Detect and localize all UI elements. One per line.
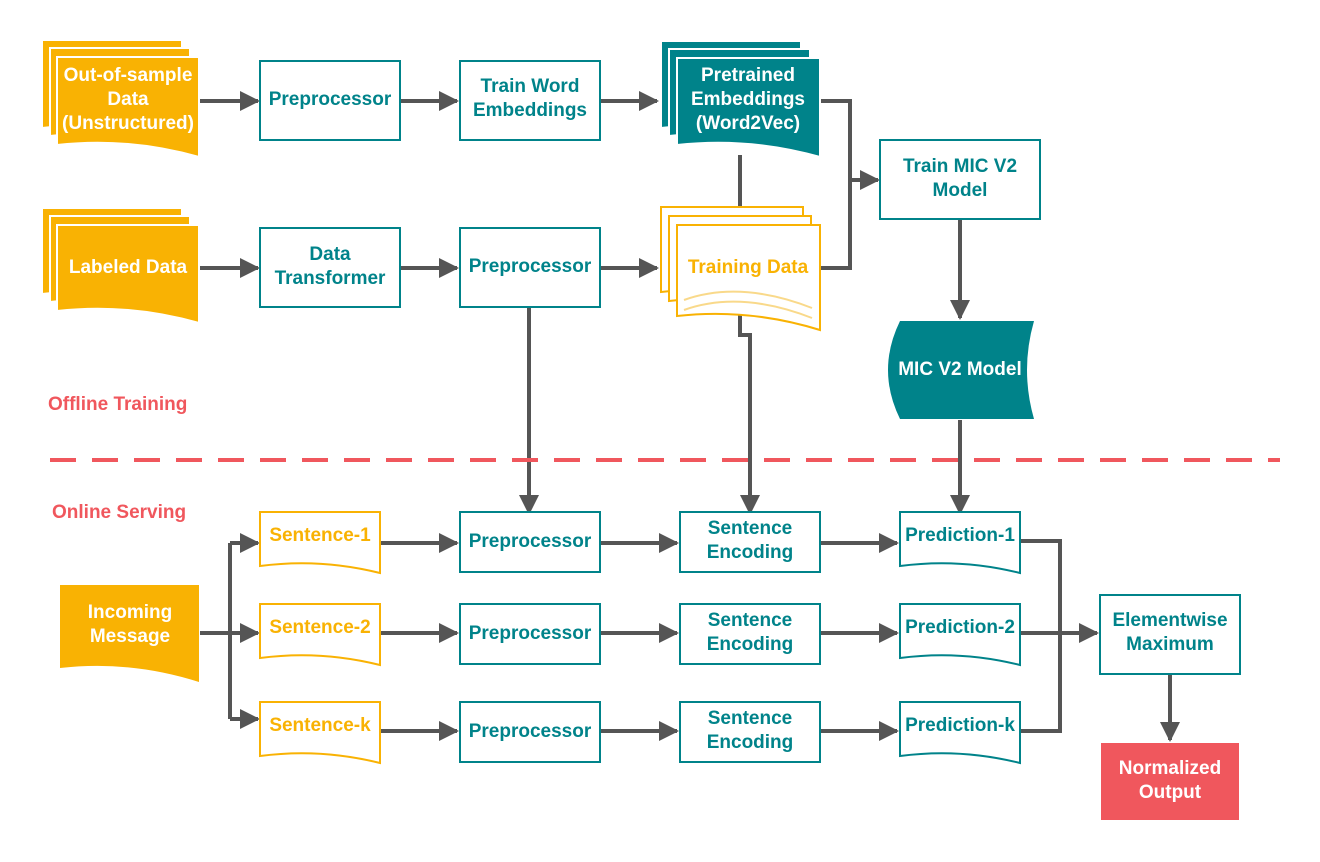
elementwise-maximum-node: Elementwise Maximum	[1099, 594, 1241, 675]
labeled-data-label: Labeled Data	[69, 257, 188, 278]
normalized-output-line-1: Normalized	[1119, 758, 1221, 779]
data-transformer-node: Data Transformer	[259, 227, 401, 308]
prediction-2-node: Prediction-2	[899, 603, 1021, 667]
incoming-line-2: Message	[90, 626, 170, 647]
sentence-encoding-1-node: Sentence Encoding	[679, 511, 821, 573]
training-data-node: Training Data	[660, 206, 821, 332]
sentence-encoding-1-line-1: Sentence	[708, 518, 792, 539]
edge-pretrained-to-train-mic	[820, 99, 880, 190]
edge-incoming-to-sentences	[200, 543, 232, 719]
labeled-data-node: Labeled Data	[41, 207, 200, 325]
pretrained-embeddings-node: Pretrained Embeddings (Word2Vec)	[660, 40, 821, 159]
preprocessor-1-label: Preprocessor	[469, 531, 592, 552]
prediction-1-label: Prediction-1	[905, 525, 1015, 546]
preprocessor-2-label: Preprocessor	[469, 623, 592, 644]
train-mic-line-1: Train MIC V2	[903, 156, 1017, 177]
preprocessor-mid-label: Preprocessor	[469, 256, 592, 277]
sentence-encoding-k-line-1: Sentence	[708, 708, 792, 729]
sentence-2-node: Sentence-2	[259, 603, 381, 667]
sentence-k-label: Sentence-k	[269, 715, 371, 736]
normalized-output-line-2: Output	[1139, 782, 1202, 803]
edge-predictions-merge	[1020, 539, 1097, 733]
prediction-2-label: Prediction-2	[905, 617, 1015, 638]
train-word-embeddings-node: Train Word Embeddings	[459, 60, 601, 141]
preprocessor-2-node: Preprocessor	[459, 603, 601, 665]
online-serving-label: Online Serving	[52, 502, 186, 523]
preprocessor-top-label: Preprocessor	[269, 89, 392, 110]
oos-label-line-3: (Unstructured)	[62, 113, 194, 134]
incoming-line-1: Incoming	[88, 602, 172, 623]
out-of-sample-data-node: Out-of-sample Data (Unstructured)	[41, 39, 200, 159]
sentence-encoding-k-line-2: Encoding	[707, 732, 794, 753]
edge-training-data-to-train-mic	[820, 180, 852, 270]
sentence-encoding-2-node: Sentence Encoding	[679, 603, 821, 665]
train-mic-model-node: Train MIC V2 Model	[879, 139, 1041, 220]
oos-label-line-1: Out-of-sample	[64, 65, 193, 86]
sentence-encoding-2-line-1: Sentence	[708, 610, 792, 631]
sentence-2-label: Sentence-2	[269, 617, 370, 638]
prediction-k-node: Prediction-k	[899, 701, 1021, 765]
preprocessor-1-node: Preprocessor	[459, 511, 601, 573]
sentence-encoding-2-line-2: Encoding	[707, 634, 794, 655]
training-data-label: Training Data	[688, 257, 809, 278]
sentence-1-node: Sentence-1	[259, 511, 381, 575]
data-transformer-line-1: Data	[309, 244, 351, 265]
train-mic-line-2: Model	[933, 180, 988, 201]
preprocessor-k-node: Preprocessor	[459, 701, 601, 763]
pretrained-line-1: Pretrained	[701, 65, 795, 86]
oos-label-line-2: Data	[107, 89, 149, 110]
normalized-output-node: Normalized Output	[1101, 743, 1239, 820]
preprocessor-k-label: Preprocessor	[469, 721, 592, 742]
elementwise-line-2: Maximum	[1126, 634, 1214, 655]
mic-v2-model-node: MIC V2 Model	[888, 321, 1034, 419]
sentence-k-node: Sentence-k	[259, 701, 381, 765]
pretrained-line-2: Embeddings	[691, 89, 805, 110]
sentence-encoding-k-node: Sentence Encoding	[679, 701, 821, 763]
sentence-encoding-1-line-2: Encoding	[707, 542, 794, 563]
prediction-k-label: Prediction-k	[905, 715, 1015, 736]
data-transformer-line-2: Transformer	[275, 268, 386, 289]
sentence-1-label: Sentence-1	[269, 525, 371, 546]
train-word-embeddings-line-2: Embeddings	[473, 100, 587, 121]
mic-v2-model-label: MIC V2 Model	[898, 359, 1022, 380]
prediction-1-node: Prediction-1	[899, 511, 1021, 575]
preprocessor-mid-node: Preprocessor	[459, 227, 601, 308]
incoming-message-node: Incoming Message	[60, 585, 199, 682]
pretrained-line-3: (Word2Vec)	[696, 113, 800, 134]
offline-training-label: Offline Training	[48, 394, 187, 415]
train-word-embeddings-line-1: Train Word	[481, 76, 580, 97]
preprocessor-top-node: Preprocessor	[259, 60, 401, 141]
elementwise-line-1: Elementwise	[1112, 610, 1227, 631]
